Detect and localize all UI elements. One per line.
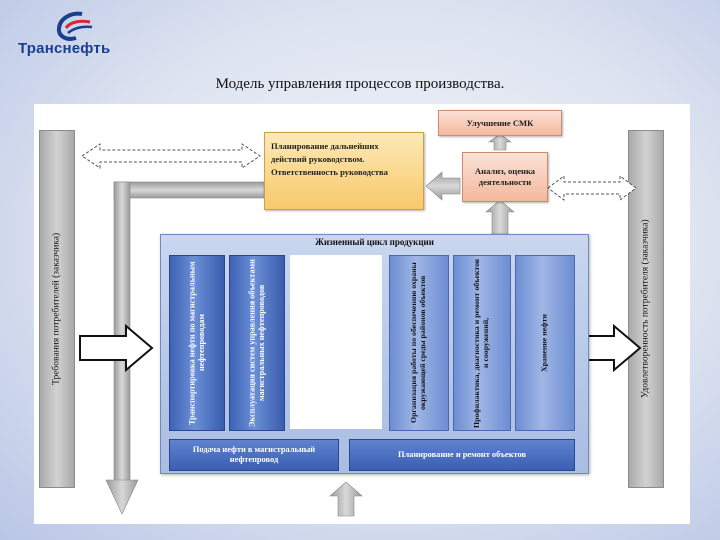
gray-arrow-down [105,479,139,515]
column-operation: Эксплуатация систем управления объектами… [229,255,285,431]
transneft-logo-icon [56,11,93,41]
column-operation-label: Эксплуатация систем управления объектами… [247,259,266,427]
connector-arrows [79,133,642,517]
column-maintenance-label: Профилактика, диагностика и ремонт объек… [472,258,490,428]
logo-text: Транснефть [18,40,111,57]
dashed-double-arrow-left [81,143,261,169]
company-logo: Транснефть [18,10,128,58]
dashed-double-arrow-right [547,175,637,201]
improvement-box: Улучшение СМК [438,110,562,136]
bottom-right-label: Планирование и ремонт объектов [397,449,527,459]
bottom-left-label: Подача нефти в магистральный нефтепровод [192,444,316,464]
planning-line-3: Ответственность руководства [271,167,388,177]
column-storage-label: Хранение нефти [539,314,549,372]
column-maintenance: Профилактика, диагностика и ремонт объек… [453,255,511,431]
planning-line-2: действий руководством. [271,154,365,164]
bottom-left-box: Подача нефти в магистральный нефтепровод [169,439,339,471]
column-storage: Хранение нефти [515,255,575,431]
bottom-right-box: Планирование и ремонт объектов [349,439,575,471]
improvement-label: Улучшение СМК [466,118,534,128]
gray-connector-horizontal [113,181,265,199]
lifecycle-title: Жизненный цикл продукции [315,237,434,247]
arrow-lifecycle-to-analysis [485,199,515,235]
analysis-box: Анализ, оценка деятельности [462,152,548,202]
analysis-label: Анализ, оценка деятельности [474,166,536,187]
page-title: Модель управления процессов производства… [215,76,505,92]
left-side-bar: Требования потребителей (заказчика) [39,130,75,488]
lifecycle-panel: Жизненный цикл продукции Транспортировка… [160,234,589,474]
planning-box: Планирование дальнейших действий руковод… [264,132,424,210]
arrow-analysis-to-improvement [488,133,512,151]
column-environment: Организация работы по обеспечению охраны… [389,255,449,431]
column-transport: Транспортировка нефти по магистральным н… [169,255,225,431]
column-environment-label: Организация работы по обеспечению охраны… [409,262,427,424]
input-arrow [79,323,154,373]
arrow-analysis-to-planning [425,171,461,201]
column-transport-label: Транспортировка нефти по магистральным н… [187,261,206,425]
arrow-bottom-up [329,481,363,517]
planning-line-1: Планирование дальнейших [271,141,379,151]
column-blank [290,255,382,429]
process-diagram: Требования потребителей (заказчика) Удов… [34,104,690,524]
